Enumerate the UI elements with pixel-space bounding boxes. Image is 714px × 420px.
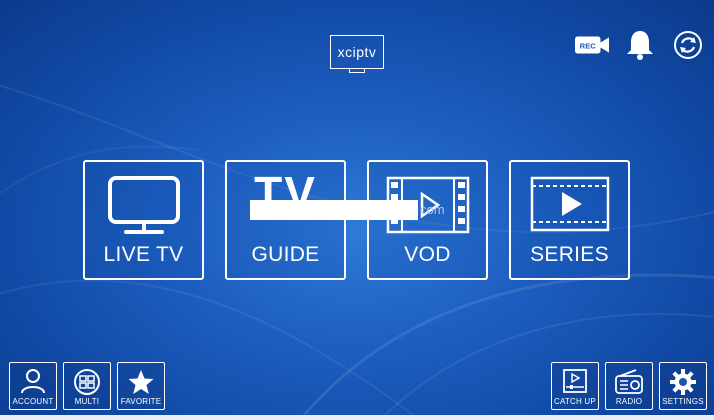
favorite-label: FAVORITE [120, 397, 162, 406]
rec-label: REC [580, 41, 597, 50]
series-play-icon [530, 176, 609, 232]
overlay-tail-text: com [420, 202, 445, 217]
bottom-right-toolbar: CATCH UP RADIO SETTINGS [551, 362, 707, 410]
refresh-button[interactable] [671, 28, 705, 62]
rec-button[interactable]: REC [575, 28, 609, 62]
app-logo: xciptv [330, 35, 384, 69]
radio-label: RADIO [615, 397, 643, 406]
tile-vod-label: VOD [404, 243, 451, 266]
tile-series[interactable]: SERIES [509, 160, 630, 280]
catch-up-icon [563, 369, 587, 393]
radio-button[interactable]: RADIO [605, 362, 653, 410]
bottom-left-toolbar: ACCOUNT MULTI FAVORITE [9, 362, 165, 410]
tile-guide[interactable]: TV GUIDE [225, 160, 346, 280]
account-button[interactable]: ACCOUNT [9, 362, 57, 410]
rec-camera-icon: REC [575, 36, 609, 54]
app-logo-text: xciptv [337, 44, 377, 60]
radio-icon [615, 369, 643, 394]
tv-icon [107, 176, 180, 234]
settings-button[interactable]: SETTINGS [659, 362, 707, 410]
multi-button[interactable]: MULTI [63, 362, 111, 410]
catch-up-button[interactable]: CATCH UP [551, 362, 599, 410]
tile-series-label: SERIES [530, 243, 609, 266]
catch-up-label: CATCH UP [554, 397, 596, 406]
tile-live-tv-label: LIVE TV [103, 243, 184, 266]
top-toolbar: REC [575, 28, 705, 62]
tile-live-tv[interactable]: LIVE TV [83, 160, 204, 280]
account-icon [21, 369, 45, 394]
account-label: ACCOUNT [12, 397, 54, 406]
multi-screen-icon [74, 369, 100, 395]
bell-icon [627, 31, 653, 60]
notifications-button[interactable] [623, 28, 657, 62]
settings-label: SETTINGS [662, 397, 704, 406]
gear-icon [670, 369, 696, 395]
tile-guide-label: GUIDE [251, 243, 320, 266]
tile-vod[interactable]: VOD [367, 160, 488, 280]
favorite-button[interactable]: FAVORITE [117, 362, 165, 410]
bottom-strip [0, 415, 714, 420]
star-icon [128, 370, 154, 394]
multi-label: MULTI [74, 397, 100, 406]
main-tiles: LIVE TV TV GUIDE VOD SERIES [83, 160, 630, 280]
refresh-icon [674, 31, 702, 59]
redaction-bar [250, 200, 418, 220]
app-logo-stand [349, 69, 365, 73]
